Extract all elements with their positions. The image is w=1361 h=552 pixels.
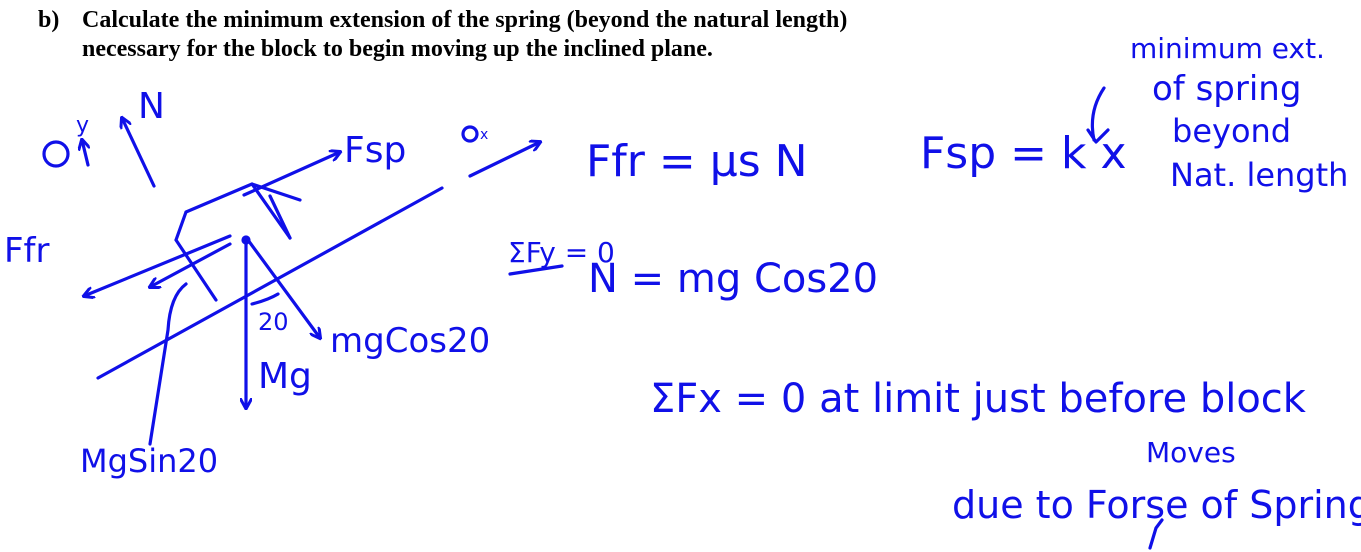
spring-note-line: Nat. length (1170, 156, 1348, 194)
friction-label: Ffr (4, 231, 50, 271)
normal-arrow (122, 118, 156, 188)
weight-label: Mg (258, 356, 312, 397)
y-axis-circle (42, 140, 70, 168)
spring-force-arrow (242, 152, 340, 197)
question-line-2: necessary for the block to begin moving … (82, 36, 713, 62)
question-text: b) Calculate the minimum extension of the… (38, 6, 938, 64)
friction-equation: Ffr = μs N (586, 136, 808, 187)
perp-component-label: mgCos20 (330, 321, 490, 361)
parallel-pointer (148, 282, 188, 446)
spring-note-line: beyond (1172, 112, 1291, 150)
perp-component-arrow (246, 238, 320, 338)
friction-arrow (84, 234, 232, 296)
x-axis-circle (461, 125, 479, 143)
spring-note: minimum ext. of spring beyond Nat. lengt… (1130, 32, 1348, 194)
question-part-label: b) (38, 7, 60, 33)
spring-note-line: minimum ext. (1130, 32, 1325, 65)
y-axis-arrow (82, 140, 88, 167)
block-side (268, 194, 292, 240)
angle-arc (250, 292, 280, 306)
moves-label: Moves (1146, 436, 1236, 469)
normal-label: N (138, 86, 165, 127)
x-axis-arrow (468, 142, 540, 178)
normal-equation: N = mg Cos20 (588, 256, 878, 302)
y-axis-label: y (76, 113, 89, 138)
incline-line (96, 186, 444, 380)
spring-force-label: Fsp (344, 130, 406, 171)
free-body-diagram (42, 86, 1164, 550)
parallel-component-label: MgSin20 (80, 442, 218, 480)
spring-equation: Fsp = k x (920, 128, 1127, 179)
spring-note-underline (1148, 518, 1164, 550)
block-outline (174, 182, 302, 302)
sumfy-underline (508, 264, 564, 276)
spring-note-pointer (1086, 86, 1110, 144)
parallel-component-arrow (150, 242, 232, 287)
due-to-label: due to Forse of Spring (952, 483, 1361, 527)
angle-label: 20 (258, 308, 289, 336)
x-axis-label: x (480, 127, 488, 143)
question-line-1: b) Calculate the minimum extension of the… (38, 6, 938, 35)
question-line-1-text: Calculate the minimum extension of the s… (82, 7, 848, 33)
spring-note-line: of spring (1152, 69, 1301, 109)
sum-fy-label: ΣFy = 0 (508, 236, 615, 269)
sum-fx-equation: ΣFx = 0 at limit just before block (650, 376, 1307, 422)
